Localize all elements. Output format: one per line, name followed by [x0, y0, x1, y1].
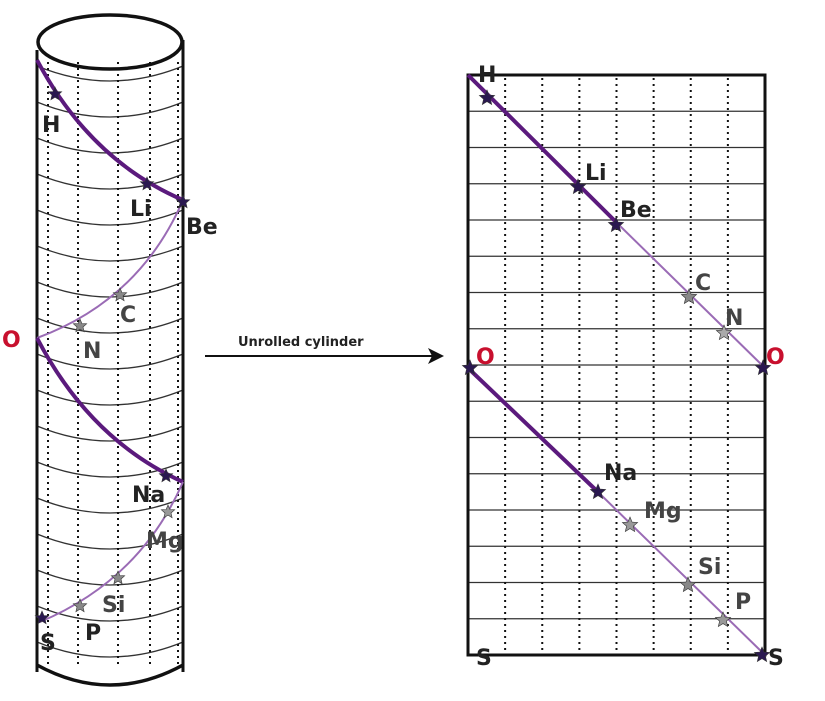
cylinder-rings: [36, 65, 184, 658]
cylinder-ring: [36, 641, 184, 658]
rect-label-s-right: S: [768, 646, 784, 671]
cyl-label-o: O: [2, 328, 21, 353]
helix-light-upper: [36, 199, 184, 339]
cylinder-ring: [36, 65, 184, 82]
star-icon: [478, 89, 496, 106]
rect-helix-dark-lower: [466, 366, 600, 494]
arrow-label: Unrolled cylinder: [238, 335, 364, 350]
cyl-label-n: N: [83, 339, 101, 364]
star-icon: [621, 516, 639, 533]
cyl-label-c: C: [120, 303, 136, 328]
star-icon: [112, 287, 128, 302]
cylinder-ring: [36, 425, 184, 442]
rect-helix-light-lower: [597, 491, 766, 656]
cylinder-stars: [34, 86, 191, 625]
star-icon: [589, 483, 607, 500]
cylinder-dotted-lines: [47, 62, 179, 668]
star-icon: [72, 598, 88, 613]
rect-label-na: Na: [604, 461, 637, 486]
helix-dark-lower: [35, 337, 184, 484]
unroll-arrow: Unrolled cylinder: [205, 335, 444, 364]
cylinder-ring: [36, 461, 184, 478]
star-icon: [110, 570, 126, 585]
cyl-label-li: Li: [130, 197, 152, 222]
cylinder-ring: [36, 137, 184, 154]
star-icon: [569, 178, 587, 195]
star-icon: [753, 646, 771, 663]
star-icon: [34, 610, 50, 625]
rect-label-mg: Mg: [644, 499, 682, 524]
rect-label-o-left: O: [476, 345, 495, 370]
cylinder-ring: [36, 389, 184, 406]
rect-stars: [461, 89, 772, 663]
arrow-head-icon: [428, 348, 444, 364]
rect-label-s-left: S: [476, 646, 492, 671]
cylinder: H Li Be C N O Na Mg Si P S: [2, 13, 218, 687]
rect-label-h: H: [478, 63, 496, 88]
unrolled-rectangle: H Li Be C N O O Na Mg Si P S S: [461, 63, 785, 671]
cylinder-bottom-edge: [36, 663, 184, 687]
rect-label-be: Be: [620, 198, 652, 223]
cylinder-top-ellipse: [36, 13, 184, 71]
cyl-label-h: H: [42, 113, 60, 138]
star-icon: [461, 359, 479, 376]
rect-label-si: Si: [698, 555, 721, 580]
cylinder-ring: [36, 317, 184, 334]
rect-label-c: C: [695, 271, 711, 296]
star-icon: [158, 468, 174, 483]
cyl-label-na: Na: [132, 483, 165, 508]
star-icon: [754, 359, 772, 376]
rect-label-o-right: O: [766, 345, 785, 370]
helix-light-lower: [39, 481, 184, 623]
star-icon: [679, 576, 697, 593]
cylinder-ring: [36, 245, 184, 262]
star-icon: [680, 288, 698, 305]
cyl-label-s: S: [40, 631, 56, 656]
cylinder-ring: [36, 533, 184, 550]
star-icon: [160, 504, 176, 519]
star-icon: [714, 611, 732, 628]
cylinder-ring: [36, 605, 184, 622]
cyl-label-be: Be: [186, 215, 218, 240]
star-icon: [139, 176, 155, 191]
star-icon: [72, 318, 88, 333]
rect-label-n: N: [725, 306, 743, 331]
cyl-label-p: P: [85, 621, 101, 646]
rect-helix-dark-upper: [466, 73, 618, 224]
cylinder-ring: [36, 353, 184, 370]
cylinder-ring: [36, 173, 184, 190]
helix-dark-upper: [35, 59, 184, 202]
cylinder-ring: [36, 209, 184, 226]
cyl-label-si: Si: [102, 593, 125, 618]
rect-label-li: Li: [585, 161, 607, 186]
star-icon: [47, 86, 63, 101]
rect-label-p: P: [735, 590, 751, 615]
cylinder-ring: [36, 569, 184, 586]
star-icon: [715, 324, 733, 341]
cylinder-ring: [36, 497, 184, 514]
cylinder-ring: [36, 281, 184, 298]
cyl-label-mg: Mg: [146, 529, 184, 554]
star-icon: [607, 216, 625, 233]
cylinder-ring: [36, 101, 184, 118]
star-icon: [175, 194, 191, 209]
